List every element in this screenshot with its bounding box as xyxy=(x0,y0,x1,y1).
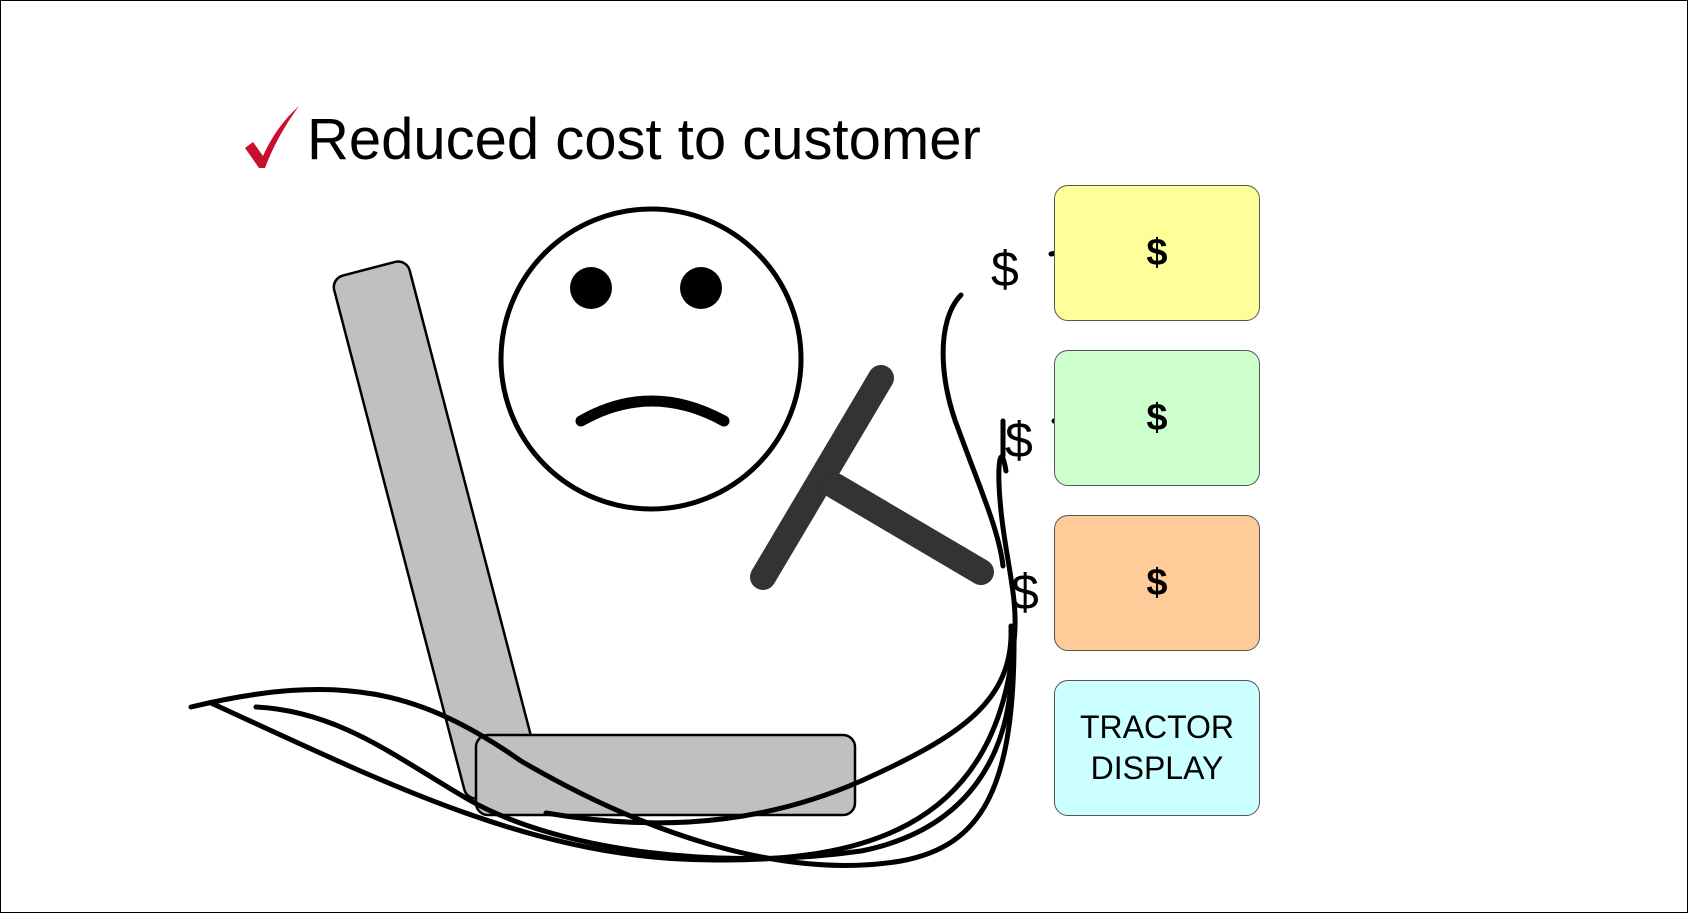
check-mark-icon xyxy=(245,106,299,168)
module-box: $ xyxy=(1054,515,1260,651)
slide-title: Reduced cost to customer xyxy=(307,106,981,172)
module-label: $ xyxy=(1146,561,1168,604)
floating-dollar-symbol: $ xyxy=(991,241,1019,297)
tractor-display-box: TRACTOR DISPLAY xyxy=(1054,680,1260,816)
floating-dollar-symbol: $ xyxy=(1011,564,1039,620)
module-label: $ xyxy=(1146,396,1168,439)
floating-dollar-symbol: $ xyxy=(1005,412,1033,468)
module-box: $ xyxy=(1054,350,1260,486)
module-box: $ xyxy=(1054,185,1260,321)
tractor-display-label: TRACTOR DISPLAY xyxy=(1079,709,1235,786)
seat-cushion xyxy=(474,733,857,817)
sad-face-icon xyxy=(498,206,804,512)
module-label: $ xyxy=(1146,231,1168,274)
steering-lever xyxy=(750,365,994,590)
wiring-harness xyxy=(188,292,1018,868)
title-row: Reduced cost to customer xyxy=(241,97,981,181)
